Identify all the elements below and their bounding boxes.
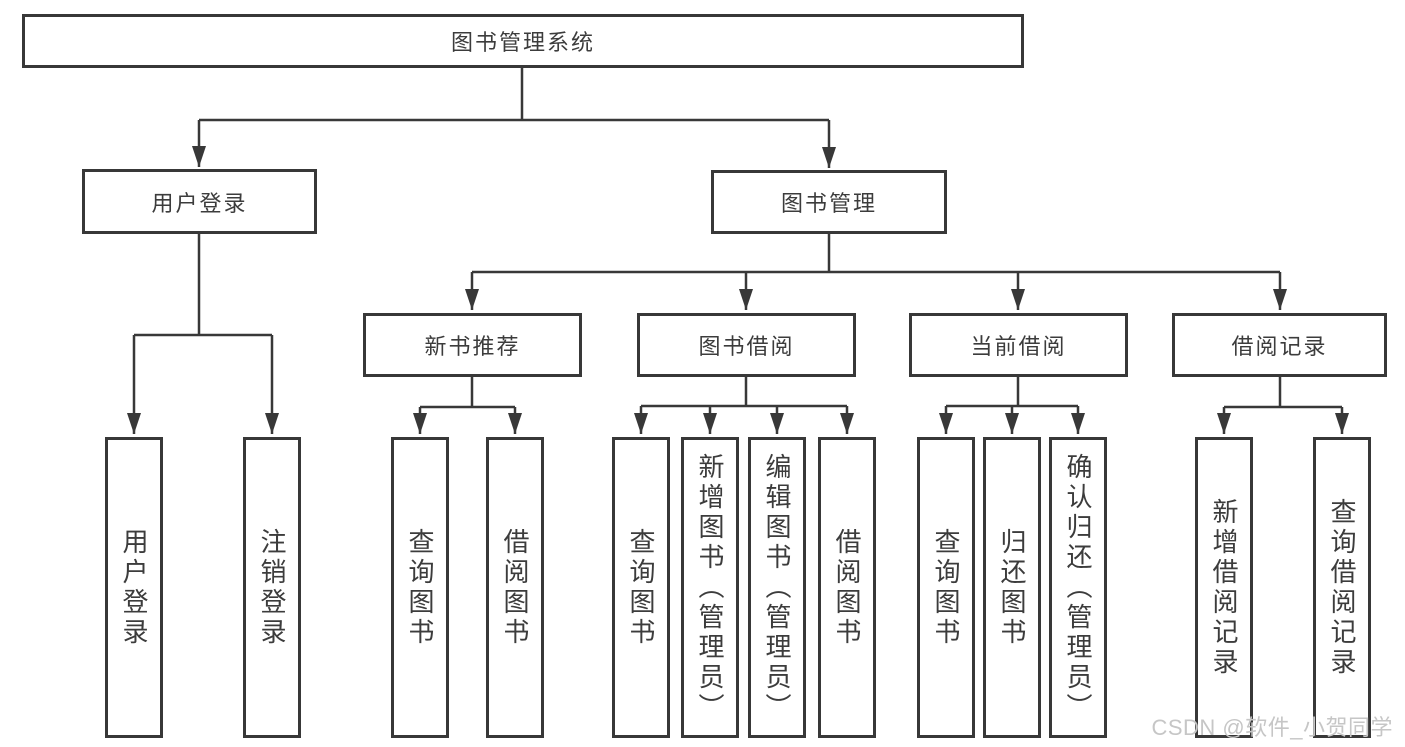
node-label: 借阅记录 [1231,334,1328,359]
leaf-label: 确认归还（管理员） [1063,452,1093,723]
node-label: 用户登录 [151,190,248,216]
node-user-login: 用户登录 [82,169,317,234]
leaf-borrow-books-recommendation: 借阅图书 [486,437,544,738]
connector-borrowing-records-children [1217,377,1349,434]
connector-current-borrowing-children [939,377,1085,434]
connector-new-book-recommendation-children [413,377,522,434]
leaf-edit-books-admin: 编辑图书（管理员） [748,437,806,738]
connector-book-borrowing-children [634,377,854,434]
leaf-label: 注销登录 [257,527,287,648]
leaf-return-books: 归还图书 [983,437,1041,738]
leaf-logout: 注销登录 [243,437,301,738]
leaf-borrow-books: 借阅图书 [818,437,876,738]
node-current-borrowing: 当前借阅 [909,313,1128,377]
node-borrowing-records: 借阅记录 [1172,313,1387,377]
connector-user-login-children [127,234,279,434]
leaf-query-books-borrowing: 查询图书 [612,437,670,738]
leaf-add-books-admin: 新增图书（管理员） [681,437,739,738]
leaf-query-borrow-record: 查询借阅记录 [1313,437,1371,738]
node-book-management-system: 图书管理系统 [22,14,1024,68]
leaf-label: 用户登录 [119,527,149,648]
node-label: 新书推荐 [424,334,521,359]
leaf-label: 查询图书 [626,527,656,648]
leaf-add-borrow-record: 新增借阅记录 [1195,437,1253,738]
leaf-query-books-current: 查询图书 [917,437,975,738]
leaf-label: 查询借阅记录 [1327,497,1357,678]
connector-book-management-children [465,234,1287,310]
csdn-watermark: CSDN @软件_小贺同学 [1151,715,1393,740]
leaf-label: 新增图书（管理员） [695,452,725,723]
leaf-label: 借阅图书 [500,527,530,648]
leaf-label: 查询图书 [405,527,435,648]
leaf-label: 归还图书 [997,527,1027,648]
node-new-book-recommendation: 新书推荐 [363,313,582,377]
node-label: 图书借阅 [698,334,795,359]
leaf-confirm-return-admin: 确认归还（管理员） [1049,437,1107,738]
node-book-management: 图书管理 [711,170,947,234]
leaf-label: 编辑图书（管理员） [762,452,792,723]
node-label: 图书管理 [780,191,877,216]
node-book-borrowing: 图书借阅 [637,313,856,377]
leaf-query-books-recommendation: 查询图书 [391,437,449,738]
leaf-user-login: 用户登录 [105,437,163,738]
leaf-label: 查询图书 [931,527,961,648]
leaf-label: 新增借阅记录 [1209,497,1239,678]
connector-root-to-level2 [192,68,836,168]
node-label: 图书管理系统 [450,30,595,55]
leaf-label: 借阅图书 [832,527,862,648]
node-label: 当前借阅 [970,334,1067,359]
